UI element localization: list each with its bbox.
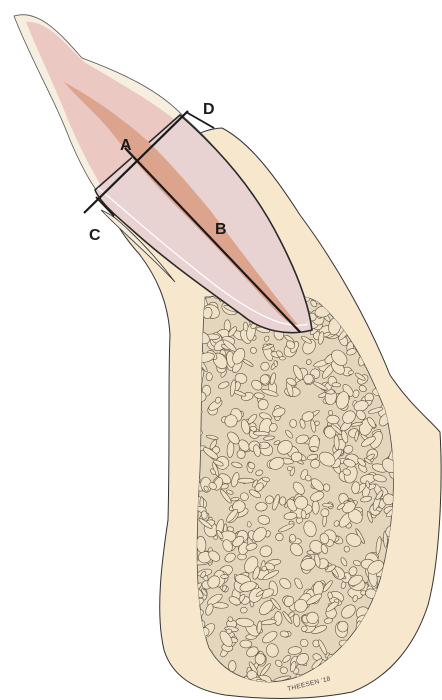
- trabecula: [201, 511, 208, 520]
- trabecula: [312, 500, 319, 514]
- trabecula: [295, 496, 308, 509]
- trabecula: [371, 285, 382, 296]
- label-d: D: [203, 101, 215, 118]
- trabecula: [371, 292, 391, 311]
- trabecula: [287, 466, 292, 470]
- trabecula: [388, 285, 394, 295]
- trabecula: [382, 285, 395, 298]
- trabecula: [328, 410, 333, 415]
- trabecula: [301, 510, 307, 519]
- trabecula: [279, 496, 286, 505]
- trabecula: [386, 315, 397, 327]
- trabecula: [392, 291, 398, 296]
- trabecula: [206, 372, 212, 380]
- trabecula: [332, 382, 341, 387]
- trabecula: [290, 419, 297, 427]
- trabecula: [229, 661, 237, 672]
- trabecula: [221, 575, 229, 579]
- trabecula: [322, 503, 333, 507]
- trabecula: [379, 320, 389, 327]
- label-c: C: [89, 227, 101, 244]
- trabecula: [361, 590, 367, 595]
- trabecula: [384, 293, 399, 313]
- trabecula: [238, 478, 255, 483]
- trabecula: [344, 546, 350, 553]
- trabecula: [379, 346, 387, 351]
- label-b: B: [215, 221, 227, 238]
- trabecula: [382, 323, 394, 336]
- trabecula: [385, 353, 397, 365]
- trabecula: [334, 599, 339, 602]
- label-a: A: [120, 137, 132, 154]
- trabecula: [279, 357, 285, 361]
- trabecula: [357, 293, 369, 305]
- trabecula: [255, 653, 266, 664]
- trabecula: [274, 612, 282, 626]
- trabecula: [385, 288, 398, 297]
